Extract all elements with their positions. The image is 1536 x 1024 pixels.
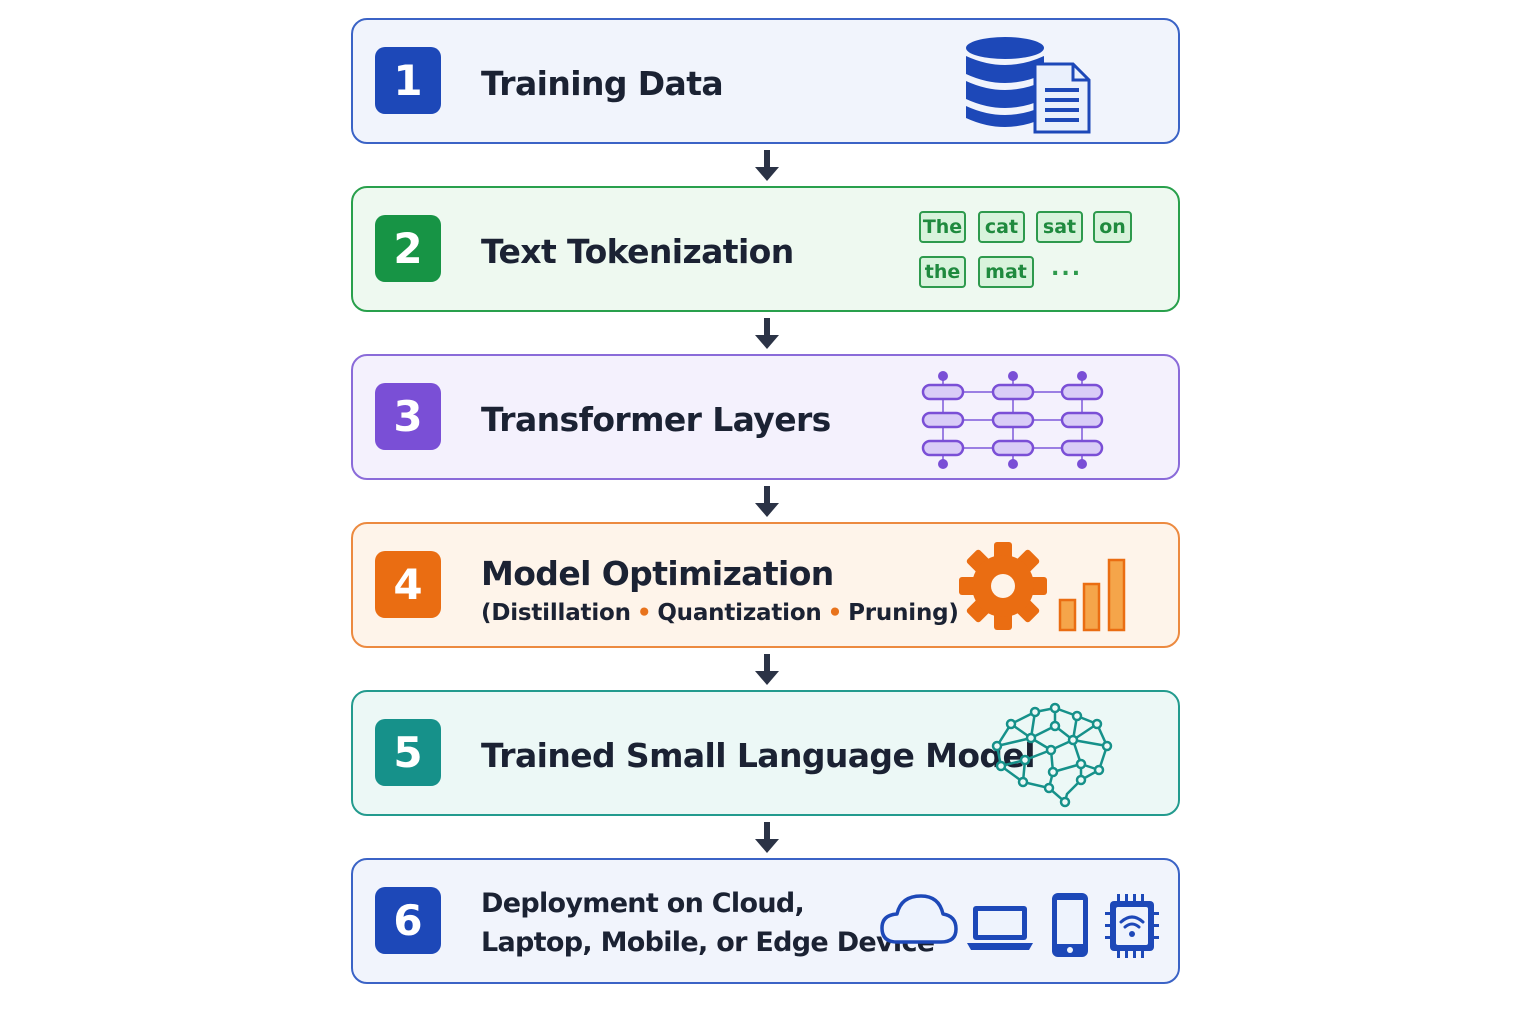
- flow-arrow: [755, 150, 779, 181]
- flow-arrow: [755, 822, 779, 853]
- step-number-badge: 3: [375, 383, 441, 450]
- laptop-icon: [967, 906, 1033, 950]
- paren-open: (: [481, 600, 492, 626]
- step-title: Trained Small Language Model: [481, 736, 1036, 775]
- step-title: Transformer Layers: [481, 400, 831, 439]
- token-chip: on: [1093, 211, 1132, 243]
- step-trained-model: 5 Trained Small Language Model: [351, 690, 1180, 816]
- step-deployment: 6 Deployment on Cloud, Laptop, Mobile, o…: [351, 858, 1180, 984]
- mobile-icon: [1052, 893, 1088, 957]
- separator-dot: •: [827, 600, 843, 626]
- step-number-badge: 2: [375, 215, 441, 282]
- step-title-line1: Deployment on Cloud,: [481, 888, 805, 919]
- step-number-badge: 6: [375, 887, 441, 954]
- gear-bar-chart-icon: [959, 542, 1126, 632]
- step-number-badge: 5: [375, 719, 441, 786]
- step-title-line2: Laptop, Mobile, or Edge Device: [481, 927, 935, 958]
- flow-arrow: [755, 318, 779, 349]
- step-transformer-layers: 3 Transformer Layers: [351, 354, 1180, 480]
- token-chip: cat: [978, 211, 1025, 243]
- token-chip: sat: [1036, 211, 1083, 243]
- flow-arrow: [755, 486, 779, 517]
- paren-close: ): [948, 600, 959, 626]
- token-ellipsis: ...: [1051, 256, 1083, 281]
- step-number-badge: 4: [375, 551, 441, 618]
- token-chip: mat: [978, 256, 1034, 288]
- technique-distillation: Distillation: [491, 600, 631, 626]
- separator-dot: •: [636, 600, 652, 626]
- technique-pruning: Pruning: [848, 600, 949, 626]
- step-text-tokenization: 2 Text Tokenization The cat sat on the m…: [351, 186, 1180, 312]
- edge-chip-icon: [1105, 894, 1159, 958]
- step-title: Training Data: [481, 64, 724, 103]
- step-model-optimization: 4 Model Optimization (Distillation•Quant…: [351, 522, 1180, 648]
- flow-arrow: [755, 654, 779, 685]
- database-document-icon: [966, 37, 1091, 134]
- technique-quantization: Quantization: [657, 600, 822, 626]
- optimization-techniques: (Distillation•Quantization•Pruning): [481, 600, 959, 626]
- brain-network-icon: [991, 702, 1113, 808]
- step-number-badge: 1: [375, 47, 441, 114]
- step-training-data: 1 Training Data: [351, 18, 1180, 144]
- step-title: Model Optimization: [481, 554, 834, 593]
- layers-network-icon: [921, 371, 1104, 469]
- token-chip: The: [919, 211, 966, 243]
- step-title: Text Tokenization: [481, 232, 794, 271]
- token-chip: the: [919, 256, 966, 288]
- cloud-icon: [880, 894, 958, 944]
